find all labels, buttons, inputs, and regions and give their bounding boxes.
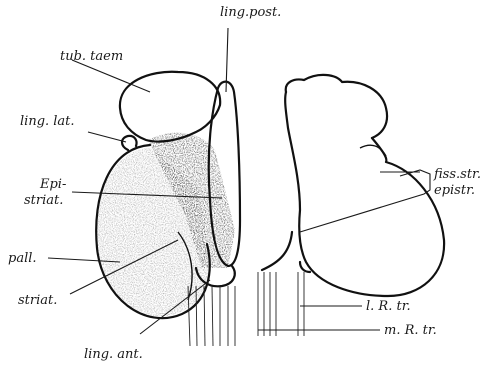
label-epi-2: striat.: [24, 193, 63, 208]
right-notch: [360, 145, 386, 156]
label-epi-1: Epi-: [39, 177, 66, 192]
label-tub-taem: tub. taem: [60, 49, 123, 64]
right-brain-drawing: [258, 75, 444, 336]
label-mrtr: m. R. tr.: [384, 323, 437, 338]
label-ling-ant: ling. ant.: [84, 347, 143, 362]
label-lrtr: l. R. tr.: [366, 299, 411, 314]
tuberculum-outline: [120, 72, 220, 142]
label-ling-lat: ling. lat.: [20, 114, 75, 129]
right-upper-lobe-outline: [286, 75, 387, 138]
right-fiber-bundle: [258, 272, 304, 336]
label-striat: striat.: [18, 293, 57, 308]
label-fiss-1: fiss.str.: [433, 167, 481, 182]
label-pall: pall.: [8, 251, 37, 266]
label-ling-post: ling.post.: [220, 5, 281, 20]
left-brain-drawing: [90, 72, 240, 346]
label-fiss-2: epistr.: [434, 183, 475, 198]
right-main-outline: [285, 92, 444, 296]
